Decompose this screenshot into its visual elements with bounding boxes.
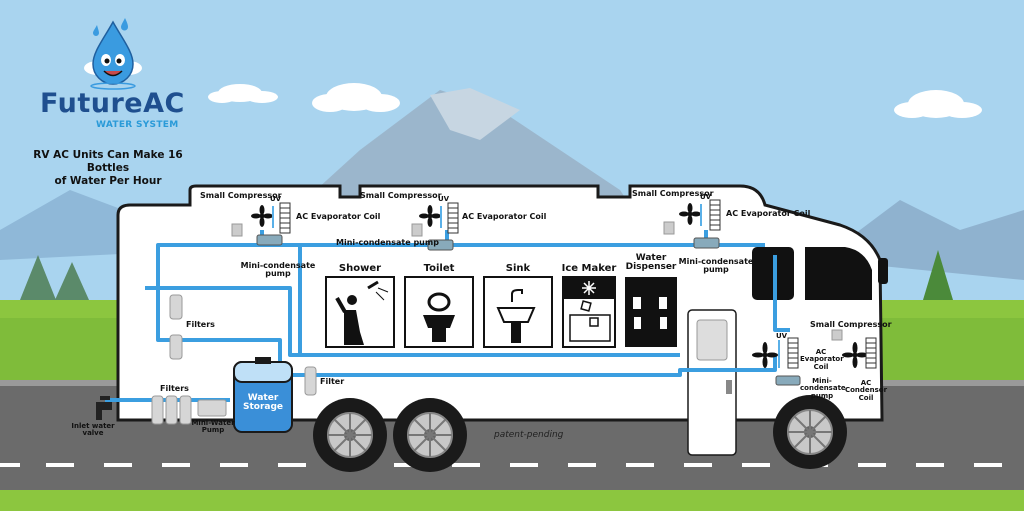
pump-3-label: Mini-condensate pump	[678, 257, 754, 275]
water-storage-label: Water Storage	[242, 393, 284, 413]
mini-water-pump-icon	[197, 399, 227, 417]
toilet-fixture	[404, 276, 474, 348]
unit-2-uv-label: UV	[438, 195, 450, 203]
inlet-valve-label: Inlet water valve	[71, 422, 115, 438]
fan-icon	[419, 205, 441, 227]
tagline-line-1: RV AC Units Can Make 16 Bottles	[33, 149, 183, 175]
filter-cartridge-3	[304, 366, 317, 396]
fan-icon	[679, 203, 701, 225]
rear-evap-coil-label: AC Evaporator Coil	[800, 348, 844, 371]
filter-label: Filter	[320, 377, 345, 386]
shower-label: Shower	[338, 263, 382, 274]
mini-water-pump-label: Mini-Water Pump	[191, 419, 235, 435]
sink-fixture	[483, 276, 553, 348]
sink-icon	[496, 289, 536, 343]
snowflake-icon	[582, 281, 596, 295]
unit-2-compressor-label: Small Compressor	[360, 191, 442, 200]
shower-icon	[335, 280, 389, 345]
filters-label-1: Filters	[186, 320, 215, 329]
toilet-label: Toilet	[423, 263, 455, 274]
unit-1-uv-label: UV	[270, 195, 282, 203]
unit-2-coil-label: AC Evaporator Coil	[462, 212, 547, 221]
ac-unit-2	[411, 202, 459, 251]
ice-maker-label: Ice Maker	[561, 263, 617, 274]
wheel	[313, 398, 387, 472]
water-dispenser-icon	[633, 297, 667, 329]
rear-uv-label: UV	[776, 332, 788, 340]
brand-subtitle: WATER SYSTEM	[96, 120, 179, 130]
mountain	[430, 88, 520, 140]
ac-unit-3	[663, 199, 721, 249]
unit-1-compressor-label: Small Compressor	[200, 191, 282, 200]
rear-condenser-coil-label: AC Condensor Coil	[844, 379, 888, 402]
brand-name: FutureAC	[40, 88, 185, 119]
tagline: RV AC Units Can Make 16 Bottles of Water…	[18, 149, 198, 188]
water-dispenser-fixture	[625, 277, 677, 347]
filter-cartridges-1	[169, 294, 183, 360]
ice-maker-fixture	[562, 276, 616, 348]
filter-cartridges-2	[151, 395, 192, 425]
water-dispenser-label: Water Dispenser	[625, 253, 677, 273]
cloud	[208, 84, 278, 103]
fan-icon	[752, 342, 778, 368]
ac-unit-1	[231, 202, 291, 246]
fan-icon	[251, 205, 273, 227]
rear-compressor-label: Small Compressor	[810, 320, 892, 329]
wheel	[773, 395, 847, 469]
unit-3-coil-label: AC Evaporator Coil	[726, 209, 811, 218]
unit-1-coil-label: AC Evaporator Coil	[296, 212, 381, 221]
shower-fixture	[325, 276, 395, 348]
cloud	[312, 83, 400, 112]
water-storage-tank	[233, 357, 293, 433]
toilet-icon	[423, 292, 455, 342]
tree	[20, 255, 89, 300]
inlet-valve-icon	[96, 396, 112, 420]
pump-2-label: Mini-condensate pump	[336, 238, 439, 247]
rear-ac-unit	[752, 329, 877, 386]
tagline-line-2: of Water Per Hour	[54, 175, 162, 188]
water-drop-logo-icon	[90, 18, 136, 90]
ice-cubes-icon	[569, 300, 611, 342]
water-pipes	[105, 230, 790, 402]
rear-pump-label: Mini-condensate pump	[800, 377, 846, 400]
filters-label-2: Filters	[160, 384, 189, 393]
patent-pending-label: patent-pending	[494, 430, 564, 440]
wheel	[393, 398, 467, 472]
grass-bottom	[0, 490, 1024, 511]
fan-icon	[842, 342, 868, 368]
pump-1-label: Mini-condensate pump	[240, 261, 316, 279]
unit-3-compressor-label: Small Compressor	[632, 189, 714, 198]
unit-3-uv-label: UV	[700, 193, 712, 201]
cloud	[894, 90, 982, 118]
sink-label: Sink	[505, 263, 531, 274]
